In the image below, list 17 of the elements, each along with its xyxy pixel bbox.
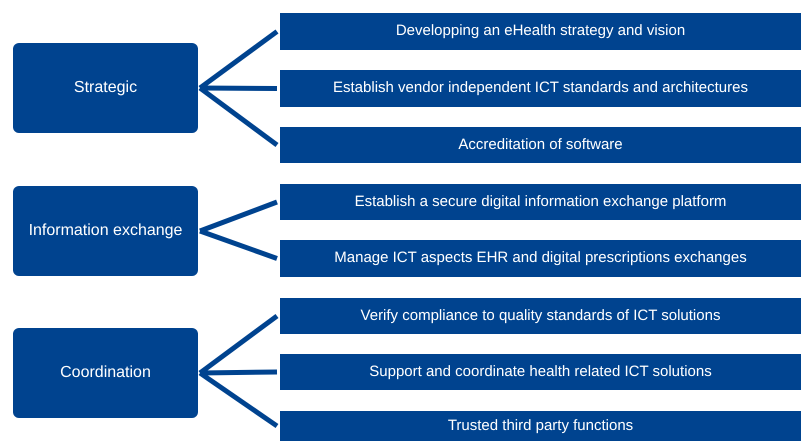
connector-line [198, 370, 278, 428]
connector-line [198, 86, 278, 148]
connector-line [199, 228, 278, 261]
task-box: Establish a secure digital information exchange platform [280, 184, 801, 220]
connector-line [198, 314, 278, 376]
category-box: Strategic [13, 43, 198, 133]
category-box: Coordination [13, 328, 198, 418]
task-box: Trusted third party functions [280, 411, 801, 441]
connector-line [199, 200, 278, 234]
task-box: Establish vendor independent ICT standards and architectures [280, 70, 801, 107]
task-box: Accreditation of software [280, 127, 801, 163]
category-box: Information exchange [13, 186, 198, 276]
task-box: Developping an eHealth strategy and vision [280, 13, 801, 50]
task-box: Manage ICT aspects EHR and digital prescriptions exchanges [280, 240, 801, 277]
task-box: Support and coordinate health related ICT solutions [280, 354, 801, 390]
task-box: Verify compliance to quality standards of ICT solutions [280, 298, 801, 334]
connector-line [198, 29, 278, 90]
